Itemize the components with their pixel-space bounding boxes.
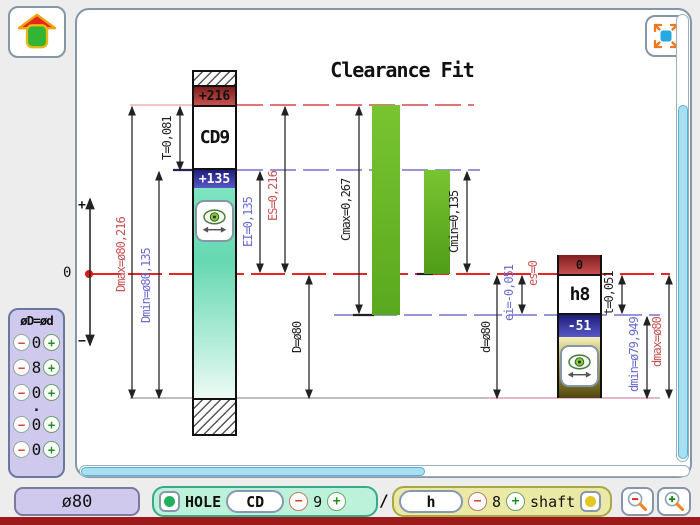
home-icon [16,11,58,53]
hole-grade-decrement-button[interactable]: − [289,492,309,511]
zoom-in-button[interactable] [657,487,691,516]
horizontal-scrollbar[interactable] [79,465,690,477]
shaft-tolerance-selector[interactable]: h [399,490,463,513]
digit4-increment-button[interactable]: + [42,416,60,433]
bottom-accent-strip [0,517,700,525]
digit3-increment-button[interactable]: + [42,384,60,401]
digit3-value: 0 [31,383,42,402]
digit1-increment-button[interactable]: + [42,334,60,351]
hole-column-hatch-top [192,70,237,87]
chart-title: Clearance Fit [330,58,475,82]
hole-grade-increment-button[interactable]: + [327,492,347,511]
nominal-size-display[interactable]: ø80 [14,487,140,516]
hole-radio[interactable] [159,491,180,512]
digit1-decrement-button[interactable]: − [13,334,30,351]
digit2-value: 8 [31,358,42,377]
hole-lower-deviation-band: +135 [192,170,237,188]
digit4-decrement-button[interactable]: − [13,416,30,433]
dim-dmin-label: dmin=ø79,949 [627,317,641,393]
digit1-value: 0 [31,333,42,352]
hole-column-hatch-bottom [192,398,237,436]
cmin-clearance-bar [424,170,450,274]
hole-radio-dot [164,496,175,507]
digit5-increment-button[interactable]: + [42,441,60,458]
digit5-decrement-button[interactable]: − [13,441,30,458]
horizontal-scrollbar-thumb[interactable] [80,466,425,476]
digit3-decrement-button[interactable]: − [13,384,30,401]
zoom-out-button[interactable] [621,487,654,516]
dim-dmax-label: dmax=ø80 [650,317,664,367]
cmax-clearance-bar [372,105,400,315]
size-stepper-panel: øD=ød − 0 + − 8 + − 0 + . − 0 + − 0 + [8,308,65,478]
fit-separator: / [379,491,389,510]
shaft-radio[interactable] [580,491,602,512]
shaft-tolerance-zone-label: h8 [557,274,602,315]
digit4-value: 0 [31,415,42,434]
size-panel-header: øD=ød [20,313,54,328]
eye-icon [564,350,595,383]
shaft-lower-deviation-band: -51 [557,315,602,337]
digit-row-2: − 8 + [12,355,61,380]
shaft-settings-group: h − 8 + shaft [392,486,612,517]
decimal-separator: . [32,399,41,415]
hole-upper-deviation-band: +216 [192,87,237,105]
digit-row-1: − 0 + [12,330,61,355]
dim-EI-label: EI=0,135 [241,197,255,247]
dim-t-label: t=0,051 [602,271,616,315]
dim-Cmax-label: Cmax=0,267 [339,178,353,242]
dim-Dmin-label: Dmin=ø80,135 [139,248,153,324]
dim-D-label: D=ø80 [290,321,304,353]
shaft-visibility-button[interactable] [560,345,599,387]
axis-plus-label: + [78,198,86,213]
digit5-value: 0 [31,440,42,459]
vertical-scrollbar-thumb[interactable] [677,105,688,459]
shaft-grade-value: 8 [492,492,502,511]
hole-visibility-button[interactable] [195,200,234,242]
plot-panel: Clearance Fit + 0 − +216 CD9 +135 0 h8 -… [63,8,692,478]
magnifier-minus-icon [625,489,650,514]
digit-row-5: − 0 + [12,437,61,462]
dim-es-label: es=0 [526,261,540,287]
dim-ei-label: ei=-0,051 [502,264,516,322]
dim-ES-label: ES=0,216 [266,171,280,221]
hole-tolerance-selector[interactable]: CD [226,490,285,513]
shaft-radio-dot [585,496,597,507]
shaft-upper-deviation-band: 0 [557,255,602,274]
vertical-scrollbar[interactable] [676,14,689,462]
dim-d-label: d=ø80 [479,321,493,353]
digit2-increment-button[interactable]: + [42,359,60,376]
magnifier-plus-icon [662,489,687,514]
eye-icon [199,205,230,238]
home-button[interactable] [8,6,66,58]
digit-row-3: − 0 + [12,380,61,405]
dim-Dmax-label: Dmax=ø80,216 [114,217,128,293]
dim-T-label: T=0,081 [160,116,174,160]
hole-tolerance-zone-label: CD9 [192,105,237,170]
hole-grade-value: 9 [313,492,323,511]
digit-row-4: − 0 + [12,412,61,437]
shaft-label: shaft [530,492,576,511]
dim-Cmin-label: Cmin=0,135 [447,190,461,254]
digit2-decrement-button[interactable]: − [13,359,30,376]
axis-minus-label: − [78,334,86,349]
shaft-grade-decrement-button[interactable]: − [468,492,487,511]
hole-settings-group: HOLE CD − 9 + [152,486,378,517]
shaft-grade-increment-button[interactable]: + [506,492,526,511]
axis-zero-label: 0 [63,265,72,281]
hole-label: HOLE [185,492,222,511]
